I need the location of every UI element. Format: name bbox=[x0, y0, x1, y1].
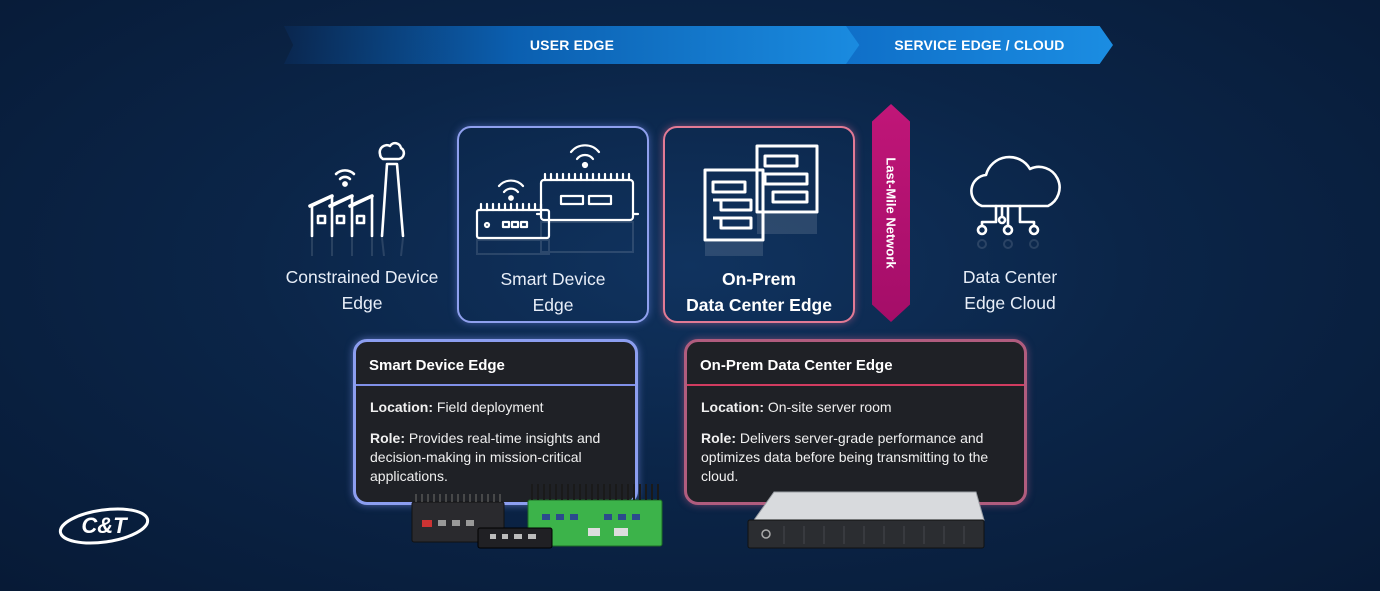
last-mile-network-label: Last-Mile Network bbox=[883, 157, 899, 269]
tier-constrained-device-edge: Constrained Device Edge bbox=[270, 126, 454, 323]
card-title: Smart Device Edge bbox=[356, 342, 635, 386]
card-location: Location: On-site server room bbox=[701, 399, 892, 415]
cnt-logo: C&T bbox=[58, 507, 150, 545]
edge-computers-product-image bbox=[411, 484, 663, 549]
service-edge-label: SERVICE EDGE / CLOUD bbox=[894, 37, 1065, 53]
card-role: Role: Delivers server-grade performance … bbox=[701, 430, 989, 484]
tier-smart-device-edge[interactable]: Smart Device Edge bbox=[457, 126, 649, 323]
tier-onprem-label: On-Prem Data Center Edge bbox=[686, 269, 832, 315]
tier-data-center-edge-cloud: Data Center Edge Cloud bbox=[918, 126, 1102, 323]
cloud-network-icon bbox=[970, 155, 1061, 249]
edge-computers-icon bbox=[475, 144, 640, 255]
logo-text: C&T bbox=[81, 513, 128, 538]
service-edge-band: SERVICE EDGE / CLOUD bbox=[846, 26, 1113, 64]
rack-server-product-image bbox=[747, 491, 985, 549]
factory-icon bbox=[308, 141, 406, 256]
user-edge-label: USER EDGE bbox=[529, 37, 615, 53]
card-role: Role: Provides real-time insights and de… bbox=[370, 430, 601, 484]
tier-cloud-label: Data Center Edge Cloud bbox=[962, 267, 1058, 313]
last-mile-network-bar bbox=[872, 104, 910, 322]
server-racks-icon bbox=[703, 144, 819, 256]
onprem-data-center-edge-card: On-Prem Data Center Edge Location: On-si… bbox=[684, 339, 1027, 505]
smart-device-edge-card: Smart Device Edge Location: Field deploy… bbox=[353, 339, 638, 505]
card-location: Location: Field deployment bbox=[370, 399, 544, 415]
tier-constrained-label: Constrained Device Edge bbox=[285, 267, 439, 313]
user-edge-band: USER EDGE bbox=[284, 26, 860, 64]
tier-onprem-data-center-edge[interactable]: On-Prem Data Center Edge bbox=[663, 126, 855, 323]
card-title: On-Prem Data Center Edge bbox=[687, 342, 1024, 386]
tier-smart-label: Smart Device Edge bbox=[500, 269, 606, 315]
